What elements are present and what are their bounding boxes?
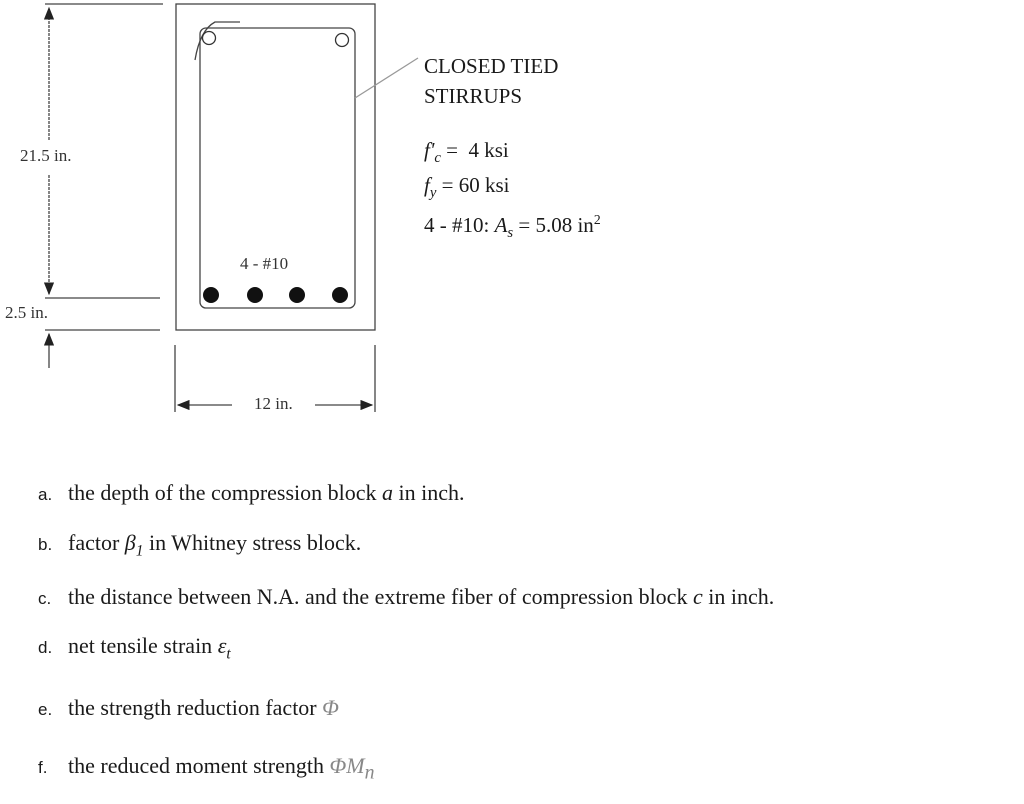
concrete-strength: f'c = 4 ksi: [424, 138, 509, 170]
question-text: factor: [68, 530, 125, 555]
steel-area: 4 - #10: As = 5.08 in2: [424, 208, 601, 245]
question-text: the distance between N.A. and the extrem…: [68, 584, 693, 609]
question-letter: a.: [38, 485, 53, 504]
question-suffix: in inch.: [702, 584, 775, 609]
fy-symbol: f: [424, 173, 430, 197]
fc-value: = 4 ksi: [446, 138, 509, 162]
stirrup-label-line2: STIRRUPS: [424, 84, 523, 108]
question-text: net tensile strain: [68, 633, 218, 658]
fc-sub: c: [434, 150, 441, 167]
as-sub: s: [507, 225, 514, 242]
top-bar-right: [334, 32, 350, 48]
question-letter: e.: [38, 700, 53, 719]
question-symbol: Φ: [322, 695, 339, 720]
top-bar-left: [201, 30, 217, 46]
beam-cross-section-diagram: [43, 3, 419, 412]
steel-yield-strength: fy = 60 ksi: [424, 173, 509, 205]
question-letter: f.: [38, 758, 48, 777]
bars-label: 4 - #10: [240, 254, 289, 273]
question-symbol: a: [382, 480, 394, 505]
question-f: f. the reduced moment strength ΦMn: [38, 753, 374, 784]
question-letter: d.: [38, 638, 53, 657]
question-suffix: in Whitney stress block.: [143, 530, 362, 555]
as-prefix: 4 - #10:: [424, 213, 495, 237]
closed-stirrup: [199, 27, 356, 309]
question-a: a. the depth of the compression block a i…: [38, 480, 465, 506]
width-label: 12 in.: [250, 394, 297, 414]
question-symbol: c: [692, 584, 703, 609]
beam-outline: [175, 3, 376, 331]
stirrup-label: CLOSED TIED STIRRUPS: [424, 54, 558, 108]
question-symbol: ε: [217, 633, 227, 658]
question-b: b. factor β1 in Whitney stress block.: [38, 530, 361, 560]
fy-sub: y: [429, 185, 437, 202]
bottom-bar: [289, 287, 305, 303]
stirrup-label-line1: CLOSED TIED: [424, 54, 559, 78]
as-exponent: 2: [593, 212, 601, 227]
bottom-bar: [247, 287, 263, 303]
cover-label: 2.5 in.: [5, 303, 48, 322]
question-symbol: β: [124, 530, 136, 555]
fy-value: = 60 ksi: [441, 173, 510, 197]
question-symbol: ΦM: [329, 753, 365, 778]
question-letter: b.: [38, 535, 53, 554]
question-subscript: 1: [135, 542, 144, 560]
question-text: the reduced moment strength: [68, 753, 330, 778]
question-suffix: in inch.: [393, 480, 465, 505]
question-text: the strength reduction factor: [68, 695, 323, 720]
question-text: the depth of the compression block: [68, 480, 383, 505]
question-subscript: t: [226, 645, 231, 663]
question-letter: c.: [38, 589, 52, 608]
bottom-bar: [332, 287, 348, 303]
fc-symbol: f': [424, 138, 435, 162]
stirrup-leader-line: [354, 57, 419, 99]
height-label: 21.5 in.: [20, 146, 72, 165]
question-subscript: n: [364, 761, 375, 784]
as-value: = 5.08 in: [513, 213, 594, 237]
bottom-bar: [203, 287, 219, 303]
question-e: e. the strength reduction factor Φ: [38, 695, 339, 721]
question-d: d. net tensile strain εt: [38, 633, 231, 663]
question-c: c. the distance between N.A. and the extr…: [38, 584, 774, 610]
as-symbol: A: [494, 213, 508, 237]
